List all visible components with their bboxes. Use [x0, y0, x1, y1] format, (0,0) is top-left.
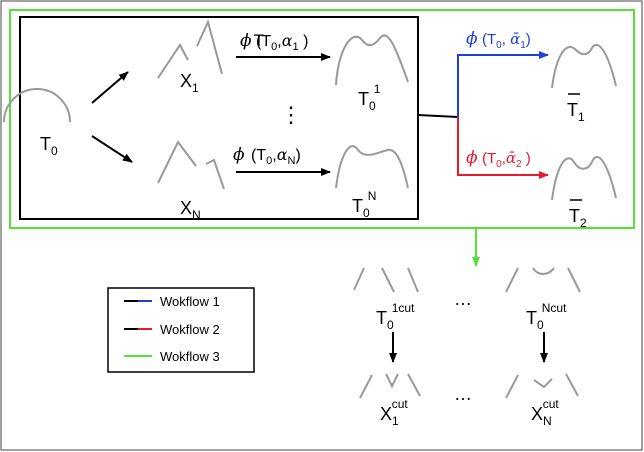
branch-line — [417, 114, 459, 118]
phi-label-blue-args: (T0, ᾱ1) — [482, 30, 531, 51]
label-t01: T01 — [358, 82, 381, 113]
arrow-workflow2 — [457, 117, 549, 179]
tbar2-curve — [551, 155, 617, 201]
t0n-curve — [335, 145, 409, 189]
phi-label-red-args: (T0,ᾱ2 ) — [482, 149, 531, 170]
label-t0: T0 — [40, 134, 58, 158]
label-x1: X1 — [180, 71, 199, 95]
phi-label-1-args: (T0,α1 ) — [256, 31, 308, 53]
label-t0n: T0N — [352, 189, 376, 220]
label-x1cut: X1cut — [380, 397, 408, 428]
label-xn: XN — [180, 198, 201, 222]
t01-curve — [335, 34, 409, 86]
label-tbar1: T1 — [567, 100, 585, 124]
workflow3-box — [9, 9, 635, 229]
phi-label-n: ϕ — [233, 145, 245, 165]
horizontal-dots-bottom: … — [454, 384, 472, 404]
phi-label-red: ϕ — [466, 148, 478, 168]
tbar1-curve — [551, 43, 617, 89]
x1-curve — [157, 19, 223, 79]
legend-label-2: Wokflow 2 — [160, 322, 220, 337]
arrow-t0-x1 — [91, 71, 129, 104]
xncut-curve — [505, 373, 579, 399]
phi-label-blue: ϕ — [466, 29, 478, 49]
t0ncut-curve — [505, 267, 581, 293]
arrow-t0-xn — [91, 135, 133, 163]
label-t01cut: T01cut — [376, 301, 415, 332]
label-xncut: XNcut — [531, 397, 559, 428]
horizontal-dots-top: … — [454, 289, 472, 309]
x1cut-curve — [359, 373, 421, 399]
legend-label-3: Wokflow 3 — [160, 349, 220, 364]
t01cut-curve — [353, 267, 419, 293]
legend-label-1: Wokflow 1 — [160, 294, 220, 309]
label-t0ncut: T0Ncut — [526, 301, 567, 332]
label-tbar2: T2 — [569, 206, 587, 230]
t0-curve — [3, 88, 71, 123]
arrow-workflow1 — [457, 51, 549, 117]
phi-label-n-args: (T0,αN) — [251, 145, 301, 167]
inner-box — [19, 16, 419, 220]
xn-curve — [157, 140, 225, 190]
vertical-dots: ⋮ — [280, 102, 302, 127]
